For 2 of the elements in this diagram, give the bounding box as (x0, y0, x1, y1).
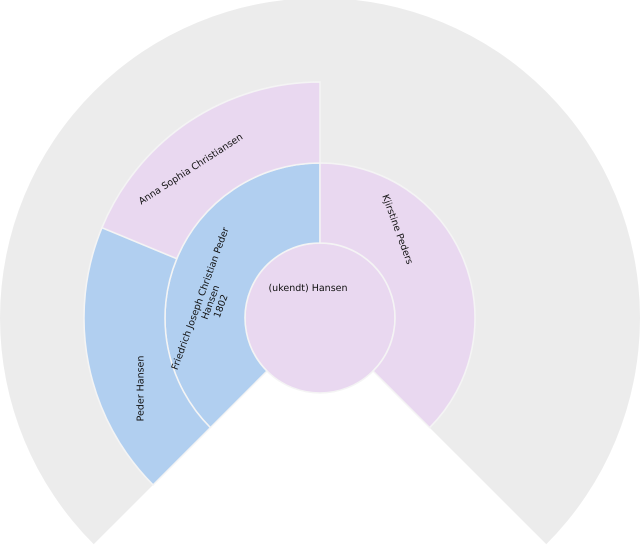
person-name: (ukendt) Hansen (267, 283, 349, 294)
person-name: Peder Hansen (136, 354, 146, 424)
